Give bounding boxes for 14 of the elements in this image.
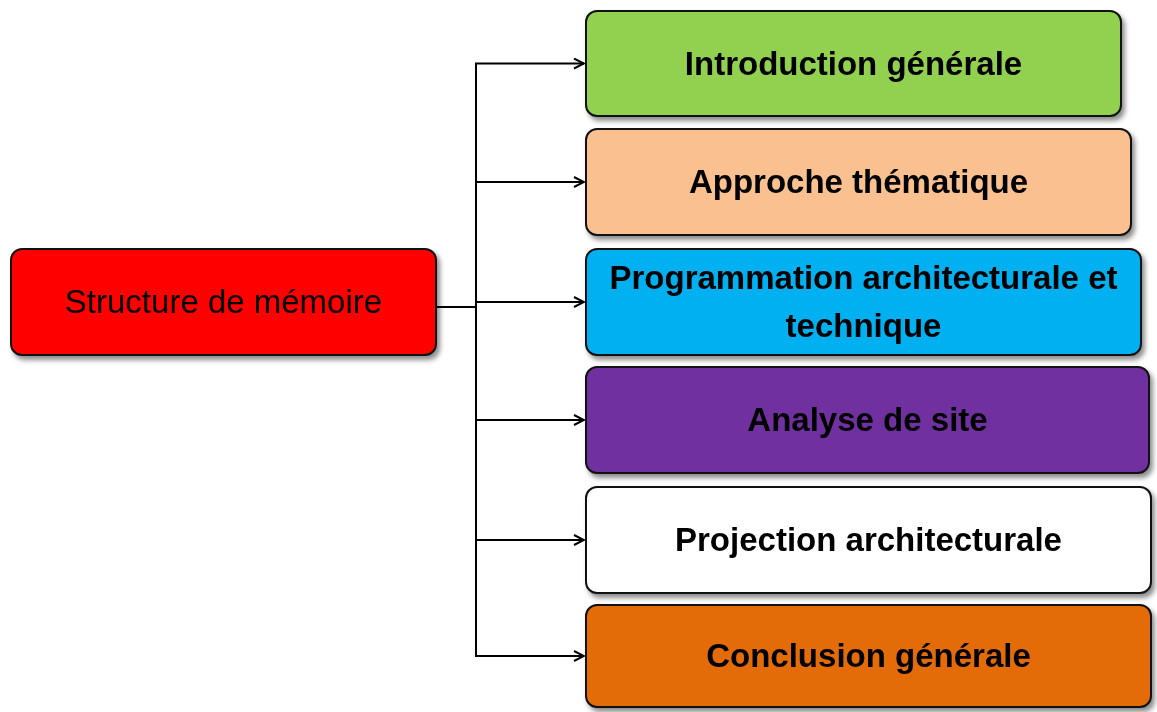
section-box — [585, 366, 1150, 474]
section-box — [585, 248, 1142, 356]
section-title: Analyse de site — [747, 400, 988, 441]
section-title: Conclusion générale — [706, 636, 1031, 677]
section-box — [585, 486, 1152, 594]
section-title: Approche thématique — [688, 162, 1029, 203]
root-box — [10, 248, 437, 356]
section-box — [585, 10, 1122, 117]
section-box — [585, 604, 1152, 708]
section-box — [585, 128, 1132, 236]
root-title: Structure de mémoire — [64, 282, 383, 323]
section-title: Programmation architecturale et technique — [608, 258, 1119, 346]
section-title: Projection architecturale — [675, 520, 1062, 561]
section-title: Introduction générale — [684, 43, 1023, 84]
